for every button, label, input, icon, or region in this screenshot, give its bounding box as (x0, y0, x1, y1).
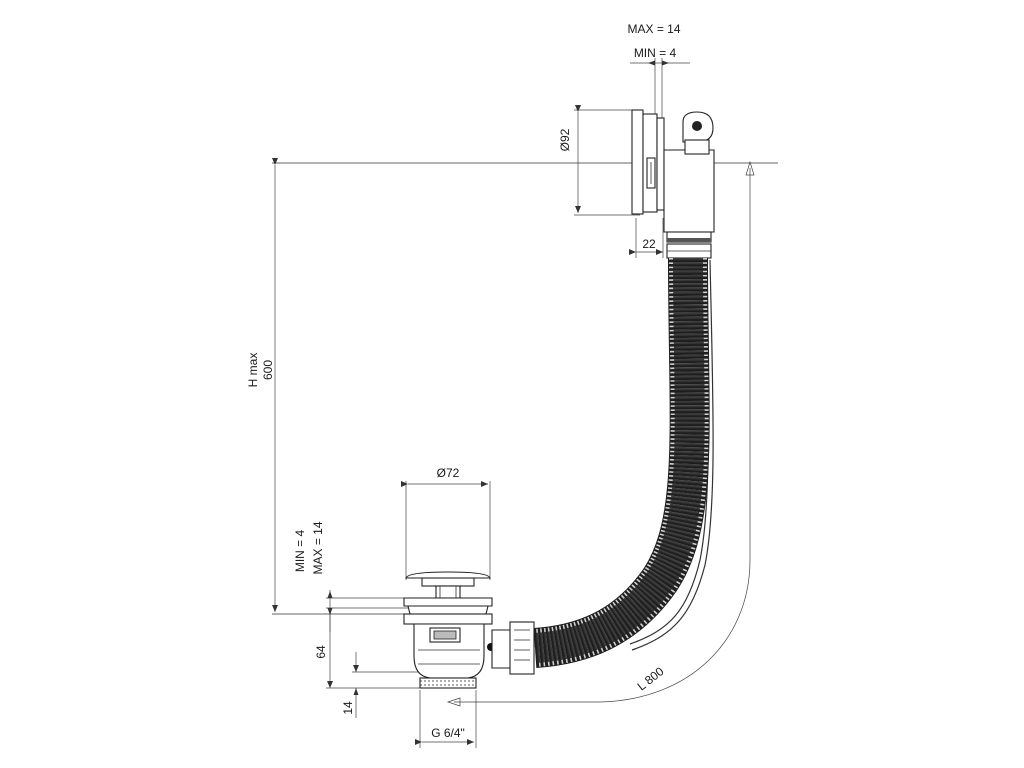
hose-length-label: L 800 (635, 664, 667, 693)
overflow-body (663, 149, 715, 233)
overflow-assembly (631, 109, 715, 259)
overflow-depth-dimension: 22 (629, 218, 664, 258)
waste-thickness-dimension (326, 590, 420, 632)
corrugated-hose (533, 257, 710, 668)
waste-diameter-dimension: Ø72 (401, 466, 491, 580)
waste-assembly (403, 571, 535, 689)
waste-height-dimension: 64 (314, 614, 420, 689)
height-value: 600 (261, 360, 275, 380)
waste-min-label: MIN = 4 (293, 530, 307, 573)
waste-max-label: MAX = 14 (311, 521, 325, 574)
overflow-cover-plate (631, 109, 644, 215)
overflow-depth-label: 22 (642, 237, 656, 251)
overflow-thickness-dimension (630, 58, 690, 118)
overflow-min-label: MIN = 4 (634, 46, 677, 60)
waste-flange (403, 597, 493, 607)
plug-cap (405, 571, 491, 579)
overflow-max-label: MAX = 14 (627, 22, 680, 36)
thread-size-label: G 6/4" (431, 726, 465, 740)
overflow-diameter-dimension: Ø92 (558, 105, 640, 216)
thread-height-dimension: 14 (341, 652, 420, 718)
waste-height-label: 64 (314, 645, 328, 659)
thread-height-label: 14 (341, 701, 355, 715)
hose-nut (509, 621, 535, 675)
overflow-diameter-label: Ø92 (558, 128, 572, 151)
thread-size-dimension: G 6/4" (415, 690, 477, 748)
waste-thread (419, 677, 477, 689)
waste-diameter-label: Ø72 (437, 466, 460, 480)
overflow-cable-hole (692, 121, 702, 131)
height-dimension: H max 600 (246, 158, 278, 612)
height-label: H max (246, 353, 260, 388)
